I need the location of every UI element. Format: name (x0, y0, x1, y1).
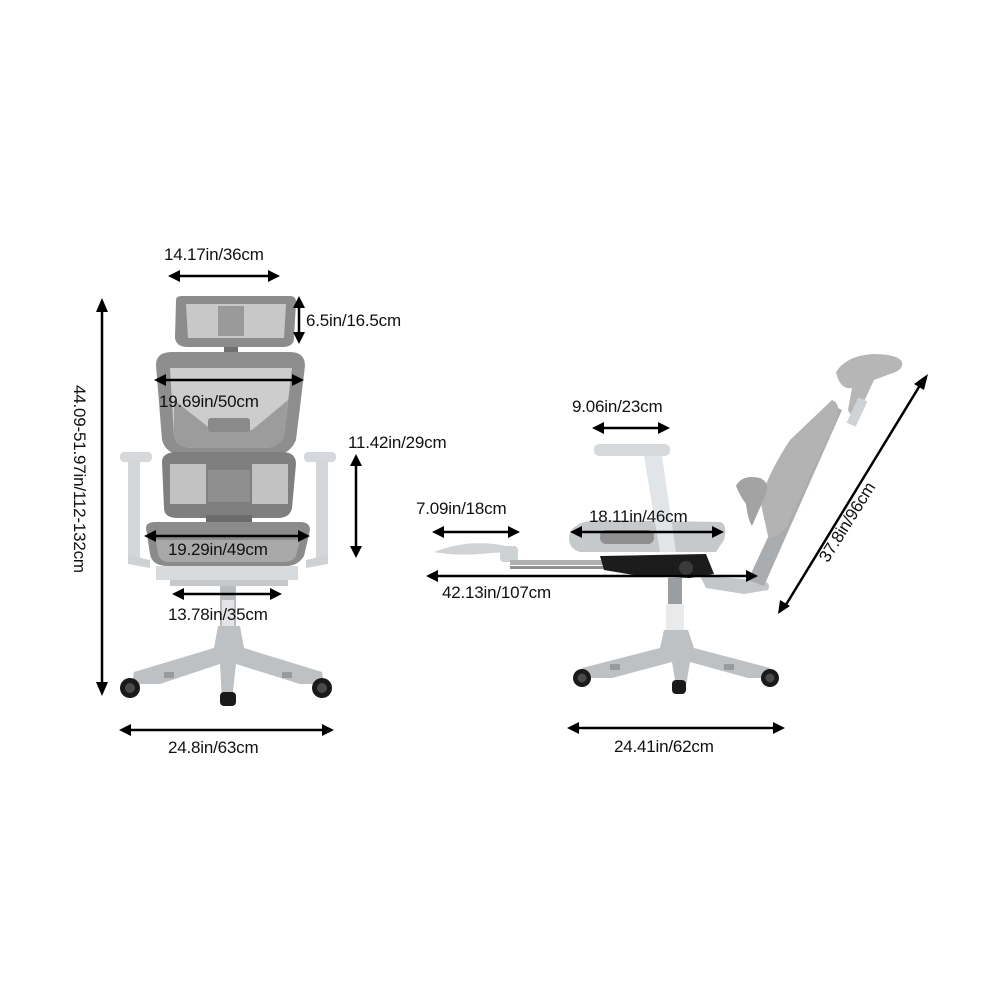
side-view-chair (434, 354, 903, 694)
base (120, 586, 332, 706)
headrest-height-label: 6.5in/16.5cm (306, 311, 401, 330)
headrest (175, 296, 296, 355)
side-dimension-arrows (426, 374, 928, 734)
footrest-extension-label: 7.09in/18cm (416, 499, 507, 518)
seat-depth-label: 18.11in/46cm (589, 507, 688, 526)
armrests (120, 452, 336, 568)
seat (146, 522, 310, 586)
footrest-width-label: 13.78in/35cm (168, 605, 268, 624)
backrest-width-label: 19.69in/50cm (159, 392, 259, 411)
side-base-width-label: 24.41in/62cm (614, 737, 714, 756)
armrest-height-label: 11.42in/29cm (348, 433, 447, 452)
extended-length-label: 42.13in/107cm (442, 583, 551, 602)
total-height-label: 44.09-51.97in/112-132cm (70, 385, 89, 573)
front-dimension-arrows (96, 270, 362, 736)
front-base-width-label: 24.8in/63cm (168, 738, 259, 757)
armrest-pad-length-label: 9.06in/23cm (572, 397, 663, 416)
headrest-width-label: 14.17in/36cm (164, 245, 264, 264)
seat-width-label: 19.29in/49cm (168, 540, 268, 559)
backrest (156, 352, 305, 527)
